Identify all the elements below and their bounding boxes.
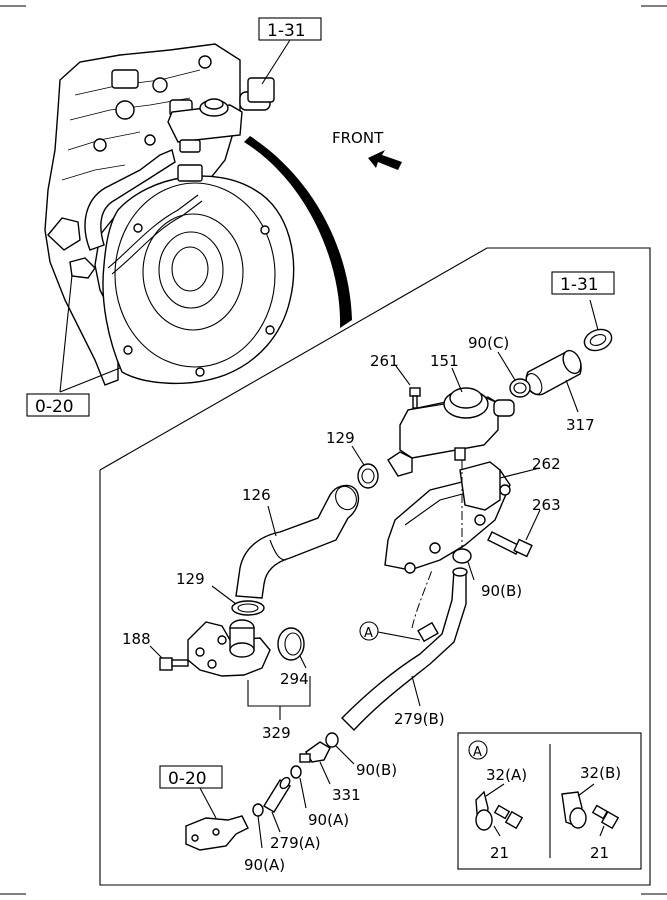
svg-text:0-20: 0-20 <box>168 769 207 789</box>
label-188: 188 <box>122 630 151 648</box>
engine-hose-upper <box>84 149 176 251</box>
svg-text:1-31: 1-31 <box>267 21 306 41</box>
flywheel-housing <box>102 175 295 385</box>
engine-overview <box>44 43 295 386</box>
housing-329 <box>187 619 311 720</box>
ref-box-top: 1-31 <box>258 17 322 41</box>
detail-frame <box>99 247 651 886</box>
label-279b: 279(B) <box>394 710 445 728</box>
front-label: FRONT <box>332 129 384 147</box>
ref-box-left: 0-20 <box>26 393 90 417</box>
leader-1-31-top <box>261 39 291 85</box>
label-129-upper: 129 <box>326 429 355 447</box>
label-126: 126 <box>242 486 271 504</box>
label-261: 261 <box>370 352 399 370</box>
label-21-left: 21 <box>490 844 509 862</box>
clamp-90b-bottom <box>325 732 355 765</box>
label-32a: 32(A) <box>486 766 527 784</box>
clamp-129-lower <box>211 585 265 616</box>
label-279a: 279(A) <box>270 834 321 852</box>
label-90b-bottom: 90(B) <box>356 761 397 779</box>
ref-box-bottom: 0-20 <box>159 765 223 789</box>
label-90c: 90(C) <box>468 334 509 352</box>
ref-box-right: 1-31 <box>551 271 615 295</box>
label-90b-top: 90(B) <box>481 582 522 600</box>
svg-text:1-31: 1-31 <box>560 275 599 295</box>
fitting-0-20 <box>185 787 249 851</box>
label-294: 294 <box>280 670 309 688</box>
label-32b: 32(B) <box>580 764 621 782</box>
label-263: 263 <box>532 496 561 514</box>
hose-126 <box>235 484 360 599</box>
engine-hose-lower <box>107 194 199 269</box>
label-151: 151 <box>430 352 459 370</box>
label-262: 262 <box>532 455 561 473</box>
label-331: 331 <box>332 786 361 804</box>
clamp-90a-mid <box>290 765 307 809</box>
clamp-129-upper <box>351 445 379 489</box>
svg-text:A: A <box>473 745 482 760</box>
bolt-263 <box>487 509 541 558</box>
clamp-1-31 <box>583 299 613 352</box>
connector-swoosh <box>244 136 352 328</box>
clamp-90b-top <box>452 548 475 581</box>
clamp-90a-bottom <box>252 803 264 849</box>
label-129-lower: 129 <box>176 570 205 588</box>
label-90a-bottom: 90(A) <box>244 856 285 874</box>
tank-151 <box>387 367 515 477</box>
clamp-90c <box>497 351 531 398</box>
pipe-279a <box>263 776 291 833</box>
connector-331 <box>299 741 331 785</box>
detail-box-a: A <box>457 732 642 870</box>
label-329: 329 <box>262 724 291 742</box>
leader-0-20-a <box>59 274 73 393</box>
label-90a-mid: 90(A) <box>308 811 349 829</box>
bracket-262 <box>384 460 541 574</box>
callout-a: A <box>359 621 421 641</box>
svg-text:A: A <box>364 626 373 641</box>
corner-marks <box>0 5 667 895</box>
front-arrow-icon <box>368 150 402 170</box>
leader-0-20-b <box>59 367 121 393</box>
label-317: 317 <box>566 416 595 434</box>
pipe-279b <box>341 567 468 732</box>
label-21-right: 21 <box>590 844 609 862</box>
hose-317 <box>525 349 582 413</box>
thermostat-294 <box>277 627 307 669</box>
bolt-188 <box>149 645 189 671</box>
svg-text:0-20: 0-20 <box>35 397 74 417</box>
